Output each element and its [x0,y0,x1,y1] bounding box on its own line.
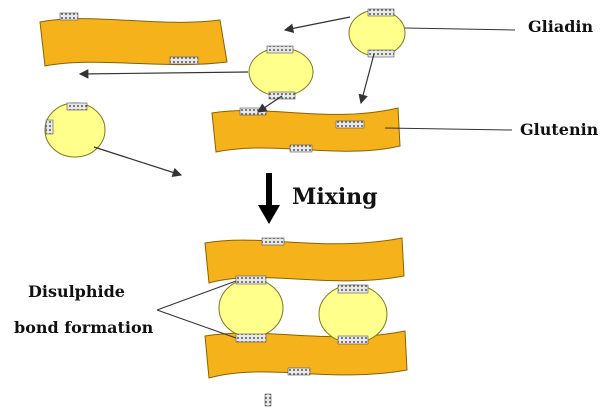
glutenin-leader-line [384,127,513,131]
disulphide-site-icon [367,49,395,58]
mixing-label: Mixing [292,184,378,210]
movement-arrow [257,95,283,113]
gliadin-globule-mixed-right [318,284,388,344]
glutenin-label: Glutenin [520,120,599,139]
glutenin-strand-mixed-top [204,237,405,284]
disulphide-site-icon [367,8,395,17]
disulphide-bond-icon [337,335,369,345]
disulphide-leader-line [156,280,237,311]
disulphide-site-icon [266,45,294,54]
mixing-arrow [258,173,280,224]
disulphide-site-icon [335,120,365,129]
disulphide-bond-icon [235,333,267,343]
disulphide-site-icon [287,367,311,376]
gliadin-leader-line [404,27,516,31]
gliadin-globule-top-right [348,9,406,57]
gliadin-globule-middle [248,47,314,97]
glutenin-strand-right [211,107,401,153]
gliadin-label: Gliadin [528,17,594,36]
disulphide-bond-icon [337,284,369,294]
movement-arrow [93,146,183,177]
disulphide-leader-line [156,309,237,339]
disulphide-site-icon [289,144,313,153]
movement-arrow [358,53,375,105]
disulphide-site-icon [66,102,88,111]
disulphide-bond-icon [235,275,267,285]
disulphide-site-icon [59,12,79,21]
gliadin-globule-mixed-left [218,278,284,338]
movement-arrow [78,69,249,79]
disulphide-site-icon [264,393,272,407]
disulphide-site-icon [268,91,296,100]
glutenin-strand-top-left [39,18,228,67]
movement-arrow [283,16,351,34]
gliadin-globule-left [44,102,106,158]
disulphide-site-icon [261,237,285,246]
disulphide-label-line1: Disulphide [28,282,125,301]
disulphide-label-line2: bond formation [14,318,154,337]
disulphide-site-icon [169,56,199,65]
disulphide-site-icon [45,119,54,135]
